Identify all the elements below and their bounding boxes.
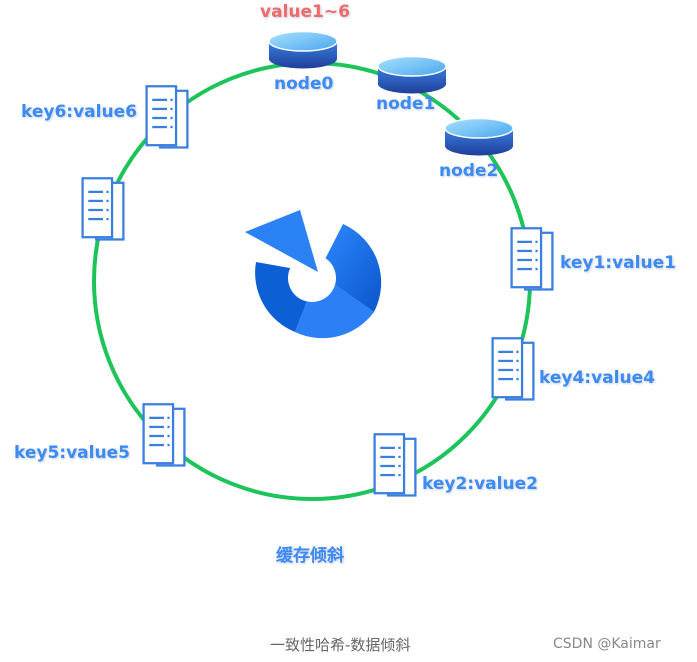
node0-database-icon xyxy=(268,30,338,70)
node0-label: node0 xyxy=(274,74,334,94)
node0-value-range-label: value1~6 xyxy=(260,2,350,22)
center-caption: 缓存倾斜 xyxy=(276,546,344,566)
key1-label: key1:value1 xyxy=(560,253,676,273)
key2-label: key2:value2 xyxy=(422,474,538,494)
key1-document-icon xyxy=(510,227,554,291)
key4-label: key4:value4 xyxy=(539,368,655,388)
key2-document-icon xyxy=(373,433,417,497)
csdn-watermark: CSDN @Kaimar xyxy=(553,636,661,652)
key5-document-icon xyxy=(142,403,186,467)
node1-label: node1 xyxy=(376,94,436,114)
key5-label: key5:value5 xyxy=(14,443,130,463)
node2-label: node2 xyxy=(439,161,499,181)
key6-label: key6:value6 xyxy=(21,102,137,122)
key6-document-icon xyxy=(145,85,189,149)
key4-document-icon xyxy=(491,337,535,401)
node2-database-icon xyxy=(444,117,514,157)
figure-caption: 一致性哈希-数据倾斜 xyxy=(270,636,411,654)
node1-database-icon xyxy=(377,55,447,95)
skew-pie-icon xyxy=(245,210,382,339)
unlabeled-document-icon xyxy=(81,177,125,241)
